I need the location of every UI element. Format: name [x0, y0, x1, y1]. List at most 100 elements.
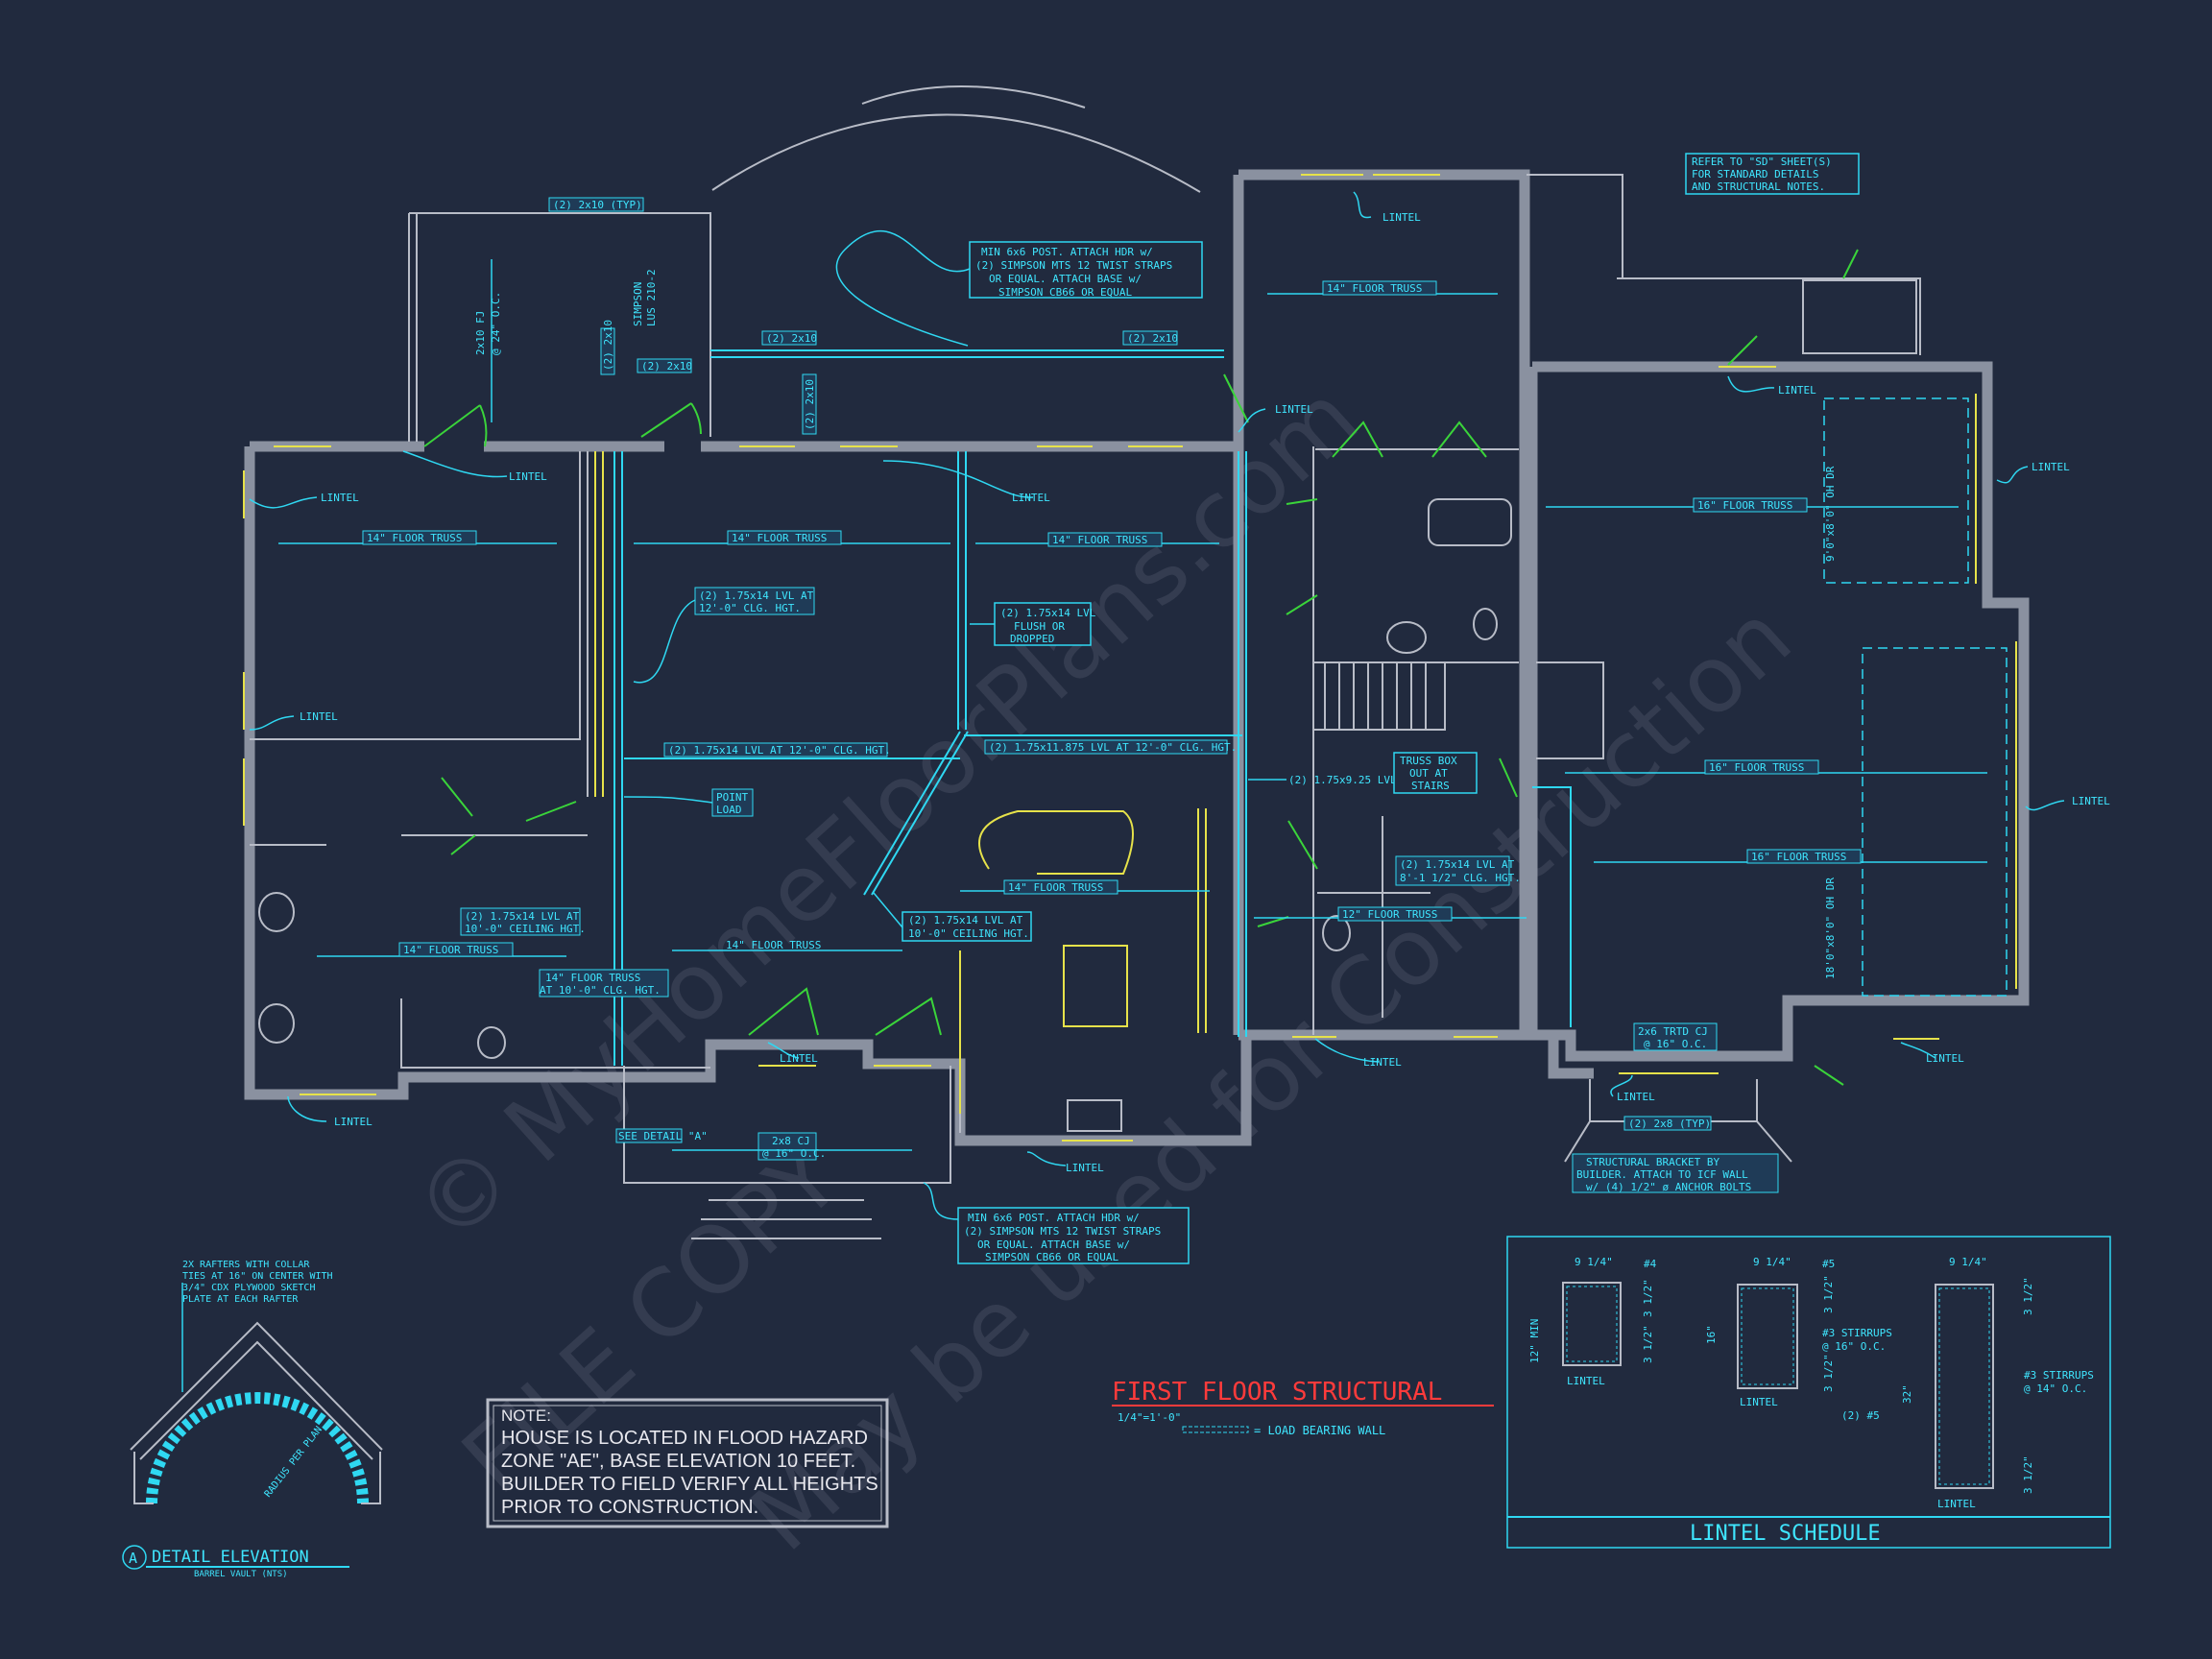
note-heading: NOTE: — [501, 1407, 551, 1425]
garage-windows-yellow — [1975, 394, 2017, 989]
lvl-12ft-line-1: (2) 1.75x14 LVL AT — [699, 589, 814, 602]
simpson-line-1: SIMPSON — [632, 282, 644, 326]
lintel-tag-hall: LINTEL — [509, 470, 547, 483]
truss-tag-laundry — [1337, 906, 1453, 922]
load-bearing-wall-2 — [957, 451, 967, 730]
barrel-vault-detail: 2X RAFTERS WITH COLLAR TIES AT 16" ON CE… — [122, 1260, 383, 1579]
header-tag-b — [761, 330, 817, 346]
lvl-ceiling-line-1: (2) 1.75x14 LVL AT — [465, 910, 580, 923]
post-bottom-line-3: OR EQUAL. ATTACH BASE w/ — [977, 1238, 1130, 1251]
lvl-8ft-box — [1395, 855, 1510, 886]
truss-tag-garage-2 — [1704, 759, 1819, 775]
lvl-center-box — [663, 742, 888, 757]
vault-walls — [133, 1452, 381, 1504]
lvl-flush-line-1: (2) 1.75x14 LVL — [1000, 607, 1096, 619]
vault-arc-upper — [861, 85, 1086, 108]
lintel-tag-stoop: LINTEL — [1617, 1091, 1655, 1103]
lintel-1-width: 9 1/4" — [1575, 1256, 1613, 1268]
flood-note: NOTE: HOUSE IS LOCATED IN FLOOD HAZARD Z… — [486, 1398, 889, 1528]
header-2x10-typ: (2) 2x10 (TYP) — [553, 199, 642, 211]
header-beam-top — [710, 349, 1224, 358]
rear-deck — [1527, 174, 1921, 355]
lintel-schedule: LINTEL SCHEDULE 9 1/4" #4 12" MIN 3 1/2"… — [1506, 1236, 2111, 1549]
vanity-sink — [1386, 621, 1427, 654]
post-bottom-line-1: MIN 6x6 POST. ATTACH HDR w/ — [968, 1212, 1140, 1224]
kitchen-counter — [978, 810, 1134, 875]
lintel-2-core — [1741, 1287, 1794, 1385]
bracket-line-2: BUILDER. ATTACH TO ICF WALL — [1576, 1168, 1748, 1181]
note-line-2: ZONE "AE", BASE ELEVATION 10 FEET. — [501, 1451, 855, 1472]
lintel-3-label: LINTEL — [1937, 1498, 1976, 1510]
door-swing-2 — [640, 402, 702, 438]
truss-label-kitchen: 14" FLOOR TRUSS — [1008, 881, 1103, 894]
lintel-leaders — [249, 191, 2065, 1166]
header-2x10-e: (2) 2x10 — [804, 379, 816, 430]
point-load-leader — [623, 796, 713, 804]
bracket-line-3: w/ (4) 1/2" ø ANCHOR BOLTS — [1586, 1181, 1751, 1193]
lvl-flush-line-3: DROPPED — [1010, 633, 1054, 645]
lintel-1-core — [1566, 1286, 1618, 1362]
post-callout-top-box — [969, 241, 1203, 299]
header-2x10-d: (2) 2x10 — [602, 320, 614, 371]
post-top-line-4: SIMPSON CB66 OR EQUAL — [998, 286, 1132, 299]
lvl-1875-box — [984, 739, 1228, 755]
lvl-12ft-leader — [633, 599, 696, 684]
oh-door-2: 18'0"x8'0" OH DR — [1824, 878, 1837, 979]
truss-label-laundry: 12" FLOOR TRUSS — [1342, 908, 1437, 921]
lintel-1-bar: #4 — [1644, 1258, 1657, 1270]
range — [1067, 1099, 1122, 1132]
vault-note-line-4: PLATE AT EACH RAFTER — [182, 1294, 299, 1305]
lintel-3-section — [1935, 1284, 1994, 1489]
lintel-1-height: 12" MIN — [1528, 1319, 1541, 1363]
detail-marker — [122, 1545, 147, 1570]
lvl-10ft-box — [902, 911, 1032, 942]
header-tag-e — [802, 373, 817, 435]
truss-10ft-line-1: 14" FLOOR TRUSS — [545, 972, 640, 984]
cj-2-line-1: 2x6 TRTD CJ — [1638, 1025, 1708, 1038]
truss-label-garage-3: 16" FLOOR TRUSS — [1751, 851, 1846, 863]
window-lintels — [274, 174, 1939, 1142]
truss-label-living: 14" FLOOR TRUSS — [1052, 534, 1147, 546]
front-porch — [623, 1066, 951, 1184]
truss-tag-hall — [727, 530, 842, 545]
refer-note-box — [1685, 153, 1860, 195]
lvl-1875: (2) 1.75x11.875 LVL AT 12'-0" CLG. HGT. — [989, 741, 1237, 754]
point-load-line-2: LOAD — [716, 804, 742, 816]
truss-label-bed1: 14" FLOOR TRUSS — [367, 532, 462, 544]
lintel-2-dim-top: 3 1/2" — [1822, 1275, 1835, 1313]
truss-spans: 14" FLOOR TRUSS 14" FLOOR TRUSS 14" FLOO… — [278, 280, 1987, 957]
truss-box-line-3: STAIRS — [1411, 780, 1450, 792]
lintel-tag-bed1-west: LINTEL — [300, 710, 338, 723]
header-2x10-c: (2) 2x10 — [1127, 332, 1178, 345]
vault-arch — [146, 1392, 369, 1504]
detail-marker-letter: A — [129, 1550, 137, 1567]
truss-box-line-2: OUT AT — [1409, 767, 1448, 780]
lintel-tag-living: LINTEL — [1012, 492, 1050, 504]
post-callout-bottom-box — [957, 1207, 1190, 1264]
floor-plan — [243, 85, 2030, 1239]
lvl-center: (2) 1.75x14 LVL AT 12'-0" CLG. HGT. — [668, 744, 891, 757]
lintel-1-section — [1562, 1282, 1622, 1366]
lintel-3-core — [1938, 1287, 1990, 1485]
note-line-1: HOUSE IS LOCATED IN FLOOD HAZARD — [501, 1428, 868, 1449]
header-tag-d — [600, 327, 615, 375]
cj-line-2: @ 16" O.C. — [762, 1147, 826, 1160]
lintel-1-label: LINTEL — [1567, 1375, 1605, 1387]
header-tag-typ — [548, 197, 644, 212]
lvl-ceiling-line-2: 10'-0" CEILING HGT. — [465, 923, 586, 935]
lvl-10ft-line-2: 10'-0" CEILING HGT. — [908, 927, 1029, 940]
lintel-tag-master: LINTEL — [1382, 211, 1421, 224]
lintel-2-bar: #5 — [1822, 1258, 1835, 1270]
header-2x10-a: (2) 2x10 — [641, 360, 692, 373]
lintel-tag-garage-east-2: LINTEL — [2072, 795, 2110, 807]
lintel-2-label: LINTEL — [1740, 1396, 1778, 1408]
drawing-title: FIRST FLOOR STRUCTURAL 1/4"=1'-0" = LOAD… — [1112, 1378, 1494, 1437]
bracket-box — [1572, 1153, 1779, 1193]
lvl-flush-box — [994, 602, 1092, 646]
door-swing-6 — [748, 987, 942, 1036]
lvl-10ft-line-1: (2) 1.75x14 LVL AT — [908, 914, 1023, 926]
door-swing-8 — [1499, 249, 1859, 798]
lintel-3-height: 32" — [1901, 1384, 1913, 1404]
vault-note-line-2: TIES AT 16" ON CENTER WITH — [182, 1271, 333, 1282]
truss-tag-garage-3 — [1746, 849, 1862, 864]
